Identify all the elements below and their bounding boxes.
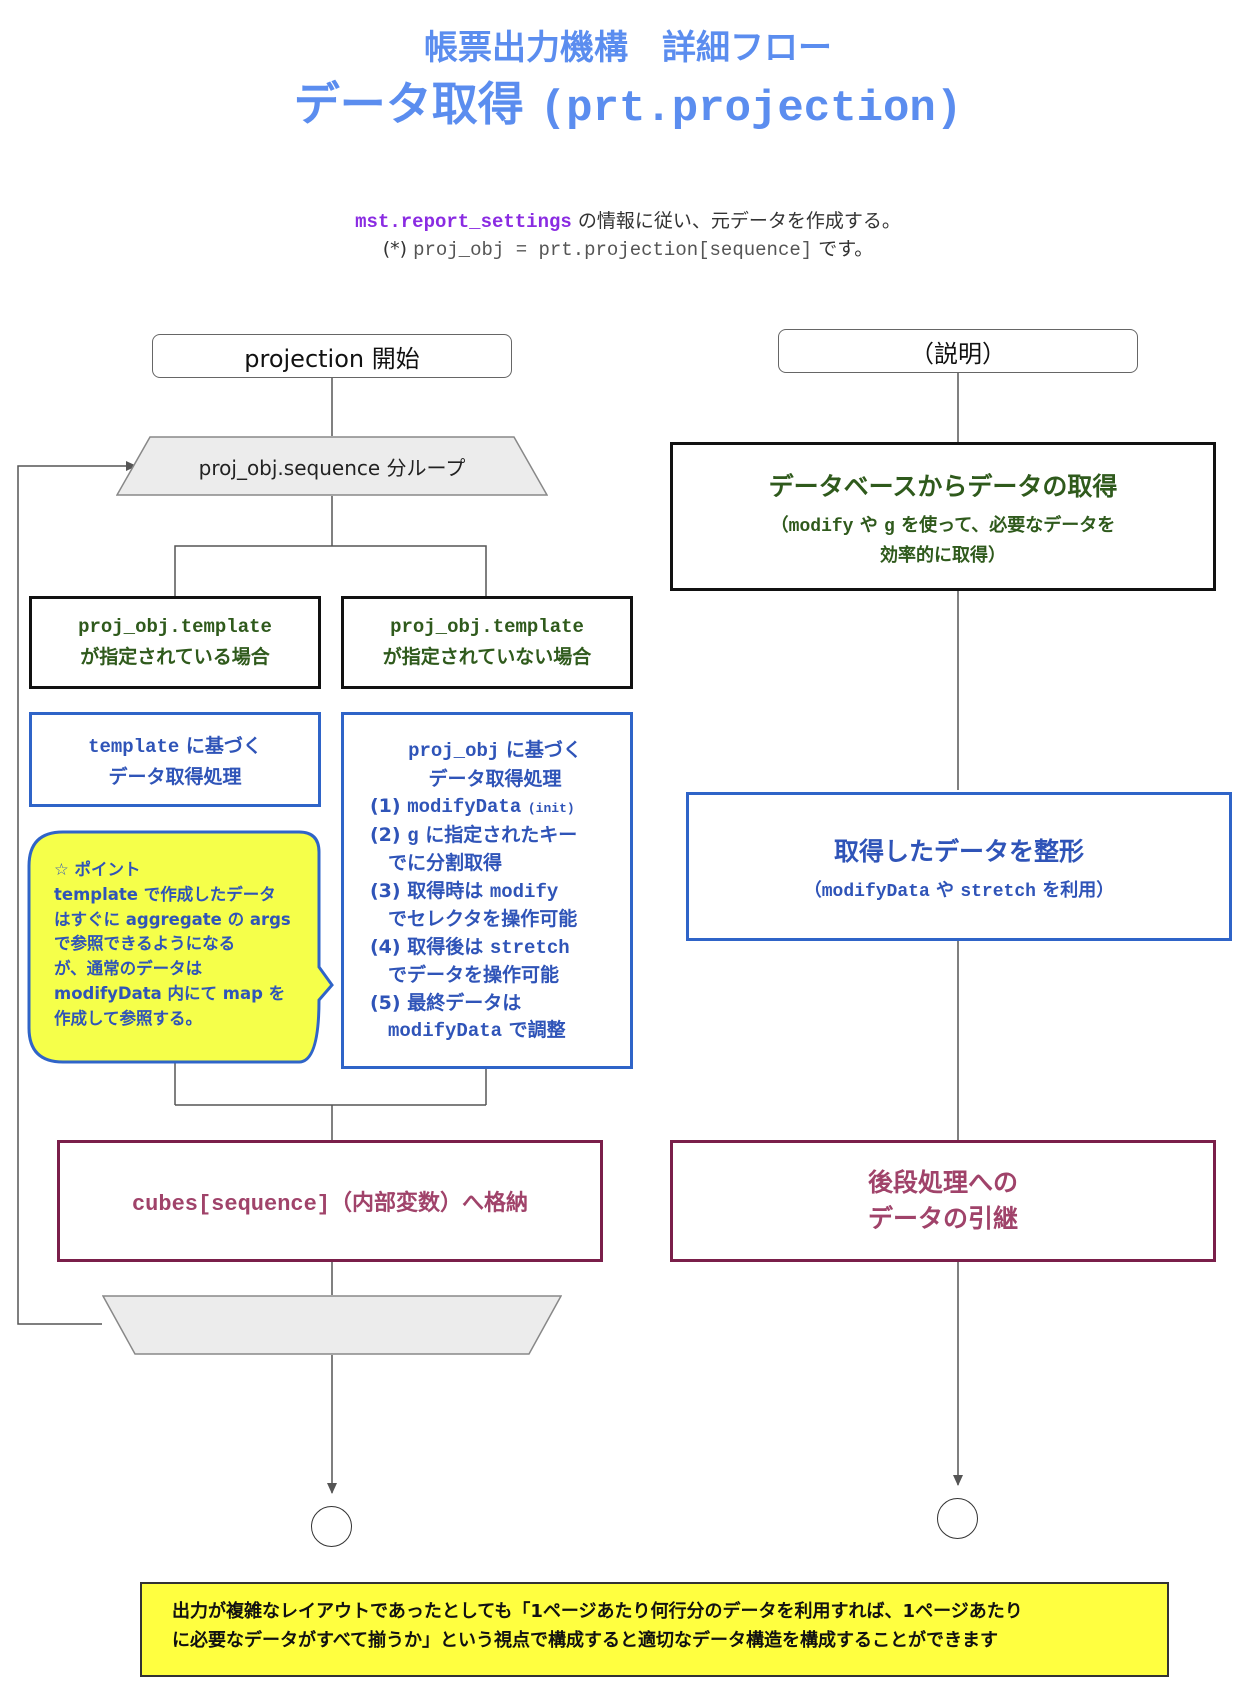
step-1: (1) modifyData (init) [370,793,620,822]
store-text: （内部変数）へ格納 [330,1191,529,1216]
intro-code-1: mst.report_settings [355,211,572,233]
branch-right-code: proj_obj.template [390,616,584,638]
step-4-cont: でデータを操作可能 [388,964,560,987]
text-part: や [853,514,885,536]
bottom-note-line1: 出力が複雑なレイアウトであったとしても「1ページあたり何行分のデータを利用すれば… [172,1601,1023,1622]
point-line: modifyData 内にて map を [54,983,286,1003]
step-5-cont: modifyData で調整 [370,1017,620,1046]
template-code: template [88,735,180,758]
point-line: で参照できるようになる [54,934,236,954]
projobj-code: proj_obj [408,740,500,762]
point-line: template で作成したデータ [54,884,276,904]
text-part: を使って、必要なデータを [894,514,1116,536]
branch-template-not-specified: proj_obj.template が指定されていない場合 [341,596,633,689]
code-part: modifyData [821,881,930,902]
text-part: （ [770,514,789,536]
explain-header-label: （説明） [910,339,1006,368]
explain-fetch-sub2: 効率的に取得） [880,544,1006,566]
store-line: cubes[sequence]（内部変数）へ格納 [132,1185,528,1217]
branch-left-text: が指定されている場合 [80,646,270,668]
branch-template-specified: proj_obj.template が指定されている場合 [29,596,321,689]
end-terminal-right [937,1498,978,1539]
explain-shape-title: 取得したデータを整形 [833,836,1084,866]
explain-fetch-title: データベースからデータの取得 [768,471,1118,501]
point-callout-shape [27,830,334,1064]
handoff-line1: 後段処理への [867,1167,1018,1197]
step-text: で調整 [502,1019,566,1042]
step-code: stretch [489,936,570,959]
explain-box-fetch: データベースからデータの取得 （modify や g を使って、必要なデータを … [670,442,1216,591]
step-3-cont: でセレクタを操作可能 [388,908,578,931]
step-code: modifyData [407,796,522,819]
step-2: (2) g に指定されたキー [370,822,620,851]
step-3: (3) 取得時は modify [370,878,620,907]
step-text: 取得時は [407,879,490,902]
template-process-line2: データ取得処理 [108,765,242,788]
template-process-line1: template に基づく [88,731,262,758]
store-code: cubes[sequence] [131,1192,331,1217]
step-code: modifyData [388,1020,503,1043]
text-part: （ [803,879,822,901]
step-4: (4) 取得後は stretch [370,934,620,963]
code-part: g [884,516,895,537]
step-num: (2) [370,823,401,846]
step-num: (4) [370,935,401,958]
subtitle-code: (prt.projection) [539,84,963,134]
step-2-cont: でに分割取得 [388,852,503,875]
start-node: projection 開始 [152,334,512,378]
explain-box-shape: 取得したデータを整形 （modifyData や stretch を利用） [686,792,1232,941]
step-text: に指定されたキー [418,823,578,846]
subtitle-jp: データ取得 [293,77,540,131]
step-code: modify [489,880,559,903]
branch-left-code: proj_obj.template [78,616,272,638]
point-line: が、通常のデータは [54,959,203,978]
step-text: 最終データは [407,991,522,1014]
point-line: 作成して参照する。 [54,1008,203,1028]
page-subtitle: データ取得 (prt.projection) [0,68,1256,134]
explain-header: （説明） [778,329,1138,373]
text-part: や [929,879,961,901]
store-box: cubes[sequence]（内部変数）へ格納 [57,1140,603,1262]
explain-box-handoff: 後段処理への データの引継 [670,1140,1216,1262]
code-part: modify [788,516,854,537]
intro-line-1: mst.report_settings の情報に従い、元データを作成する。 [0,206,1256,233]
loop-label: proj_obj.sequence 分ループ [198,455,466,480]
start-label: projection 開始 [244,344,420,373]
explain-fetch-sub1: （modify や g を使って、必要なデータを [771,511,1116,537]
projobj-head-text: に基づく [499,739,582,761]
step-5: (5) 最終データは [370,990,620,1018]
intro-prefix-2: (*) [382,238,414,260]
loop-end-node [102,1295,562,1355]
intro-text-2: です。 [812,238,874,260]
point-line: はすぐに aggregate の args [54,909,291,929]
projobj-process-box: proj_obj に基づく データ取得処理 (1) modifyData (in… [341,712,633,1069]
step-code: g [407,824,419,847]
step-small: (init) [527,801,575,817]
intro-code-2: proj_obj = prt.projection[sequence] [413,239,813,261]
point-title: ☆ ポイント [54,860,141,879]
template-process-text: に基づく [179,734,262,757]
intro-text-1: の情報に従い、元データを作成する。 [571,210,901,232]
bottom-note-line2: に必要なデータがすべて揃うか」という視点で構成すると適切なデータ構造を構成するこ… [172,1629,999,1651]
text-part: を利用） [1035,879,1115,901]
template-process-box: template に基づく データ取得処理 [29,712,321,807]
projobj-head-1: proj_obj に基づく [370,737,620,766]
explain-shape-sub: （modifyData や stretch を利用） [804,876,1114,902]
intro-line-2: (*) proj_obj = prt.projection[sequence] … [0,234,1256,261]
step-num: (1) [370,795,401,818]
step-num: (3) [370,879,401,902]
end-terminal-left [311,1506,352,1547]
branch-right-text: が指定されていない場合 [382,646,592,668]
loop-start-node: proj_obj.sequence 分ループ [116,436,548,496]
handoff-line2: データの引継 [867,1204,1018,1233]
bottom-note: 出力が複雑なレイアウトであったとしても「1ページあたり何行分のデータを利用すれば… [140,1582,1169,1677]
page-title: 帳票出力機構 詳細フロー [424,28,832,68]
point-callout: ☆ ポイント template で作成したデータ はすぐに aggregate … [54,858,304,1031]
step-num: (5) [370,991,401,1014]
step-text: 取得後は [407,935,490,958]
code-part: stretch [960,881,1036,902]
projobj-head-2: データ取得処理 [428,767,562,790]
